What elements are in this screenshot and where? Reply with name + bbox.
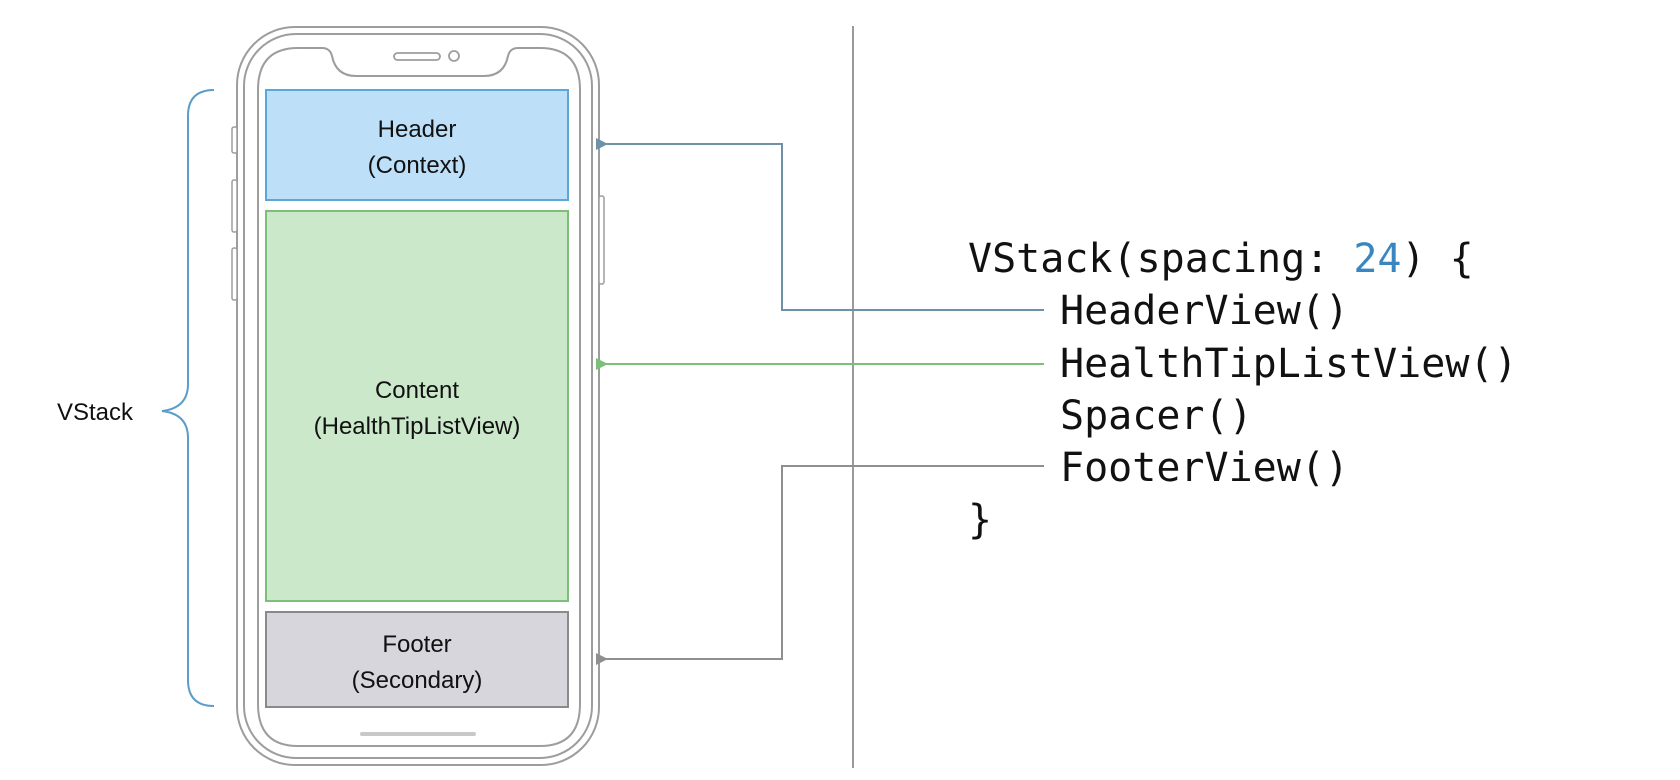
- code-vstack-open-end: ) {: [1401, 236, 1473, 282]
- header-region-title: Header: [378, 116, 457, 143]
- footer-region-subtitle: (Secondary): [352, 667, 483, 694]
- header-region-subtitle: (Context): [368, 152, 467, 179]
- footer-region: Footer (Secondary): [265, 611, 569, 708]
- phone-inner-frame: [243, 33, 593, 759]
- header-region: Header (Context): [265, 89, 569, 201]
- code-spacing-value: 24: [1353, 236, 1401, 282]
- code-vstack-open: VStack(spacing:: [968, 236, 1353, 282]
- content-region-box: [265, 210, 569, 602]
- phone-camera: [448, 50, 460, 62]
- phone-home-indicator: [360, 732, 476, 736]
- header-region-box: [265, 89, 569, 201]
- content-region: Content (HealthTipListView): [265, 210, 569, 602]
- content-region-subtitle: (HealthTipListView): [314, 413, 521, 440]
- code-line-footer-view: FooterView(): [1060, 445, 1349, 491]
- phone-volume-down: [231, 247, 238, 301]
- phone-mute-switch: [231, 126, 238, 154]
- code-closing-brace: }: [968, 497, 992, 543]
- footer-region-box: [265, 611, 569, 708]
- code-line-vstack: VStack(spacing: 24) {: [968, 236, 1474, 282]
- content-region-title: Content: [375, 377, 459, 404]
- header-connector-arrow: [596, 138, 1044, 311]
- vstack-brace: [161, 89, 215, 707]
- code-line-spacer: Spacer(): [1060, 393, 1253, 439]
- vstack-label: VStack: [57, 399, 134, 426]
- phone-volume-up: [231, 179, 238, 233]
- footer-region-title: Footer: [382, 631, 451, 658]
- phone-speaker: [393, 52, 441, 61]
- code-block: VStack(spacing: 24) { HeaderView() Healt…: [968, 236, 1518, 543]
- code-line-health-tip-list-view: HealthTipListView(): [1060, 341, 1518, 387]
- footer-connector-arrow: [596, 465, 1044, 665]
- code-line-header-view: HeaderView(): [1060, 288, 1349, 334]
- phone-power-button: [598, 195, 605, 285]
